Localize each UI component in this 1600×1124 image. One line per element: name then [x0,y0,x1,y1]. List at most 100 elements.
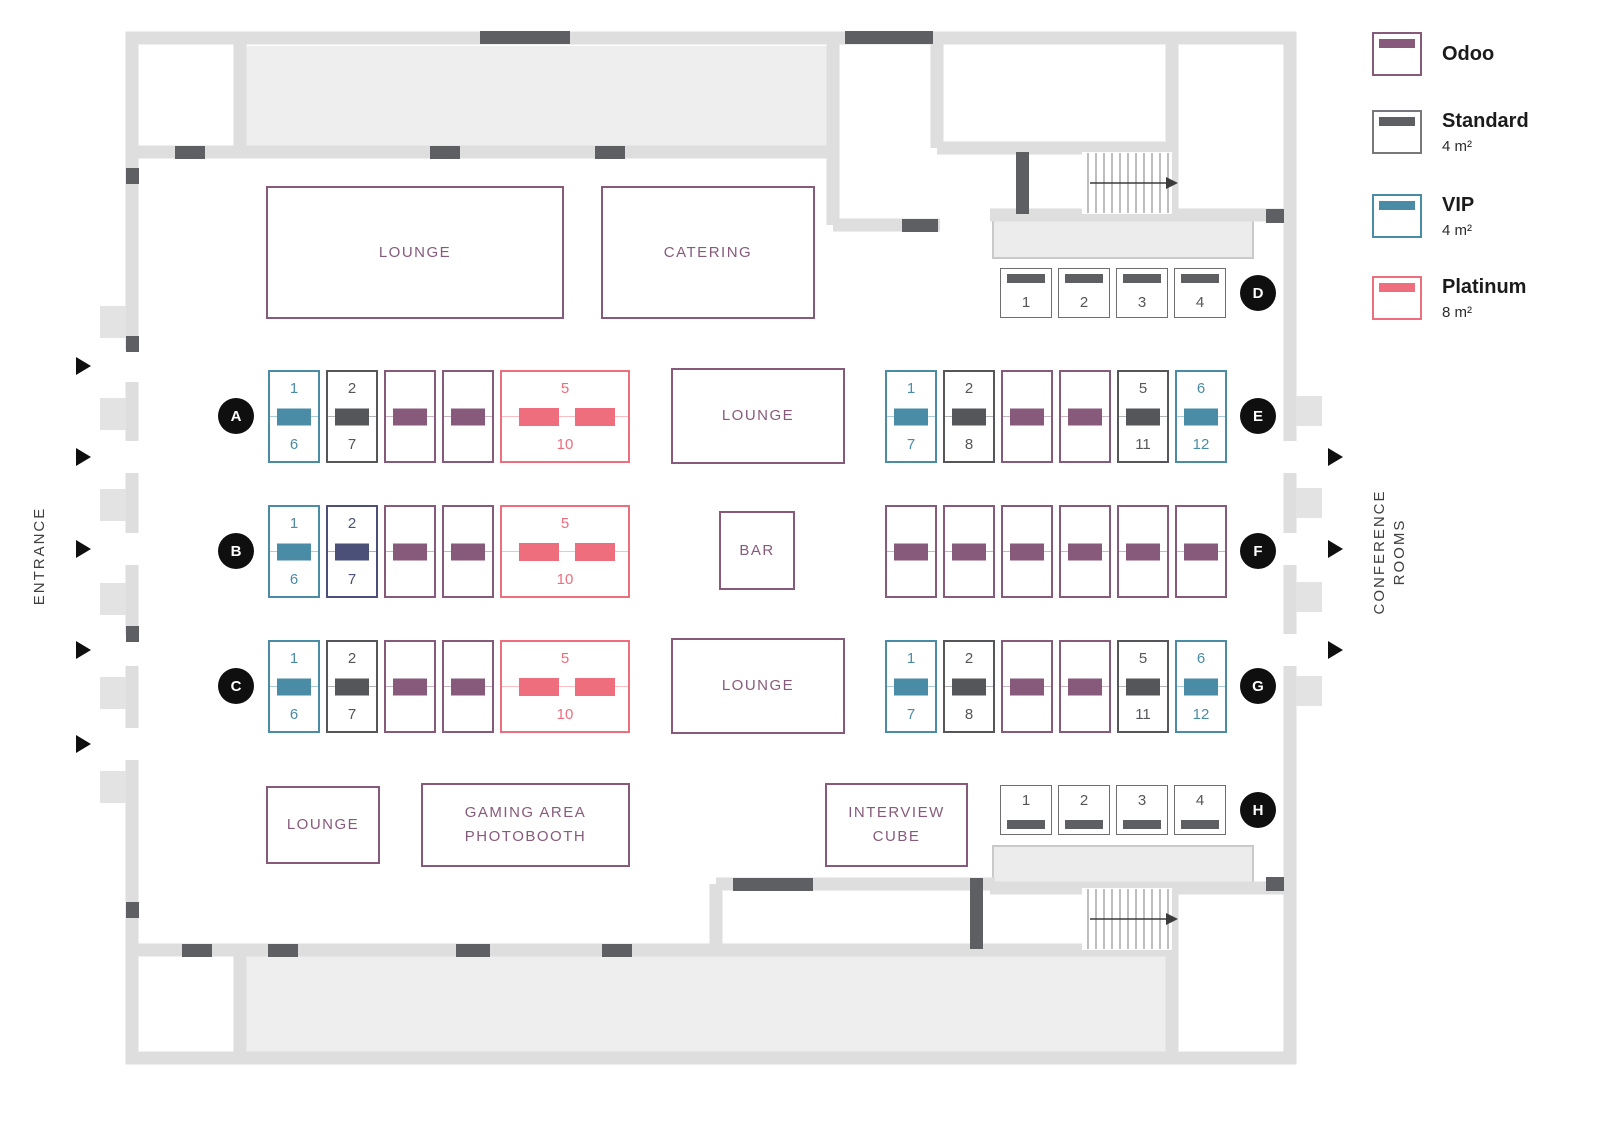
wall-pillars [100,306,1322,803]
booth-stand [519,542,559,561]
booth-g-odoo-2 [1059,640,1111,733]
booth-stand [335,408,369,425]
booth-number: 11 [1135,706,1151,723]
legend-label: Standard [1442,110,1529,132]
booth-number: 8 [964,436,974,453]
booth-number: 5 [1138,380,1148,397]
booth-stand [1007,820,1045,829]
booth-f-odoo-1 [885,505,937,598]
booth-number: 2 [964,380,974,397]
booth-stand [1184,543,1218,560]
booth-h-1: 1 [1000,785,1052,835]
booth-stand [451,678,485,695]
legend-swatch-standard [1372,110,1422,154]
row-label-b: B [218,533,254,569]
booth-number: 2 [347,380,357,397]
legend-swatch-platinum [1372,276,1422,320]
booth-divider [502,416,628,417]
booth-stand [451,543,485,560]
booth-number: 6 [289,706,299,723]
booth-f-odoo-4 [1059,505,1111,598]
legend-size: 4 m² [1442,138,1472,155]
legend-label: Platinum [1442,276,1527,298]
booth-stand [1184,408,1218,425]
area-lounge-center-bottom: LOUNGE [671,638,845,734]
legend-item-standard: Standard 4 m² [1372,110,1529,155]
booth-stand [952,543,986,560]
area-label: LOUNGE [721,677,795,694]
conference-arrow-icon [1328,641,1343,659]
stairs-top [1082,152,1178,214]
row-label-a: A [218,398,254,434]
legend-label: Odoo [1442,42,1495,65]
conference-rooms-label: CONFERENCE ROOMS [1370,452,1410,652]
booth-number: 6 [1196,380,1206,397]
booth-d-1: 1 [1000,268,1052,318]
booth-stand [1065,274,1103,283]
booth-number: 6 [1196,650,1206,667]
booth-stand [393,408,427,425]
booth-number: 1 [906,380,916,397]
row-label-c: C [218,668,254,704]
booth-number: 1 [289,650,299,667]
booth-f-odoo-6 [1175,505,1227,598]
legend-size: 8 m² [1442,304,1472,321]
booth-number: 7 [906,436,916,453]
row-label-d: D [1240,275,1276,311]
booth-number: 1 [1021,294,1031,311]
stairs-bottom [1082,888,1178,950]
gray-rooms [240,46,1168,1056]
conference-rooms-label-line1: CONFERENCE [1371,489,1388,615]
booth-number: 3 [1137,792,1147,809]
booth-g-odoo-1 [1001,640,1053,733]
booth-number: 7 [347,706,357,723]
booth-stand [277,408,311,425]
entrance-arrow-icon [76,735,91,753]
booth-stand [575,677,615,696]
booth-d-4: 4 [1174,268,1226,318]
area-catering: CATERING [601,186,815,319]
entrance-label: ENTRANCE [31,506,48,606]
booth-number: 4 [1195,792,1205,809]
booth-number: 1 [289,380,299,397]
booth-number: 5 [560,515,570,532]
booth-stand [335,678,369,695]
booth-stand [1126,543,1160,560]
booth-number: 2 [347,515,357,532]
legend-item-platinum: Platinum 8 m² [1372,276,1526,321]
booth-number: 3 [1137,294,1147,311]
booth-number: 5 [1138,650,1148,667]
area-interview-cube: INTERVIEW CUBE [825,783,968,867]
legend-label: VIP [1442,194,1475,216]
booth-h-2: 2 [1058,785,1110,835]
booth-stand [1123,820,1161,829]
conference-arrow-icon [1328,540,1343,558]
booth-number: 6 [289,436,299,453]
booth-number: 2 [1079,294,1089,311]
area-label: LOUNGE [286,816,360,833]
booth-stand [1010,678,1044,695]
booth-stand [1126,678,1160,695]
booth-stand [335,543,369,560]
booth-divider [502,551,628,552]
stairs-direction-arrow-icon [1166,177,1178,189]
booth-number: 7 [347,571,357,588]
booth-g-5-11: 5 11 [1117,640,1169,733]
row-label-h: H [1240,792,1276,828]
booth-stand [1379,283,1415,292]
booth-c-odoo-2 [442,640,494,733]
legend-item-odoo: Odoo [1372,32,1494,76]
booth-stand [1065,820,1103,829]
booth-e-odoo-2 [1059,370,1111,463]
booth-number: 6 [289,571,299,588]
booth-stand [894,678,928,695]
booth-stand [1181,820,1219,829]
conference-arrow-icon [1328,448,1343,466]
conference-rooms-label-line2: ROOMS [1391,518,1408,586]
